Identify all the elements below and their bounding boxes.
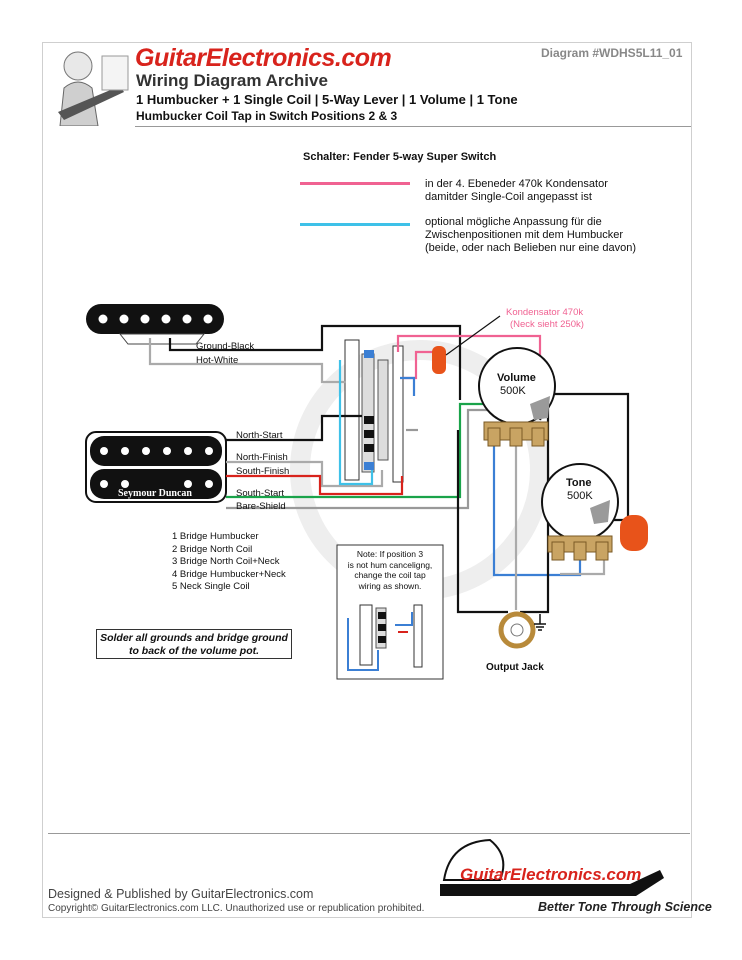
label-south-start: South-Start <box>236 488 285 499</box>
position3-note-line4: wiring as shown. <box>358 580 422 591</box>
position3-note-line1: Note: If position 3 <box>356 549 424 559</box>
label-north-start: North-Start <box>236 430 283 441</box>
subtitle-coil-tap: Humbucker Coil Tap in Switch Positions 2… <box>136 109 398 123</box>
diagram-id: Diagram #WDHS5L11_01 <box>541 46 683 60</box>
blue-line-swatch <box>300 223 410 226</box>
brand-title: GuitarElectronics.com <box>135 44 392 72</box>
blue-note-line2: Zwischenpositionen mit dem Humbucker <box>425 229 624 241</box>
label-ground-black: Ground-Black <box>196 341 255 352</box>
tone-value: 500K <box>567 490 593 502</box>
footer-copyright: Copyright© GuitarElectronics.com LLC. Un… <box>48 903 425 914</box>
single-coil-pickup <box>86 304 224 345</box>
switch-title: Schalter: Fender 5-way Super Switch <box>303 151 497 163</box>
tone-capacitor <box>620 515 648 551</box>
position-4: 4 Bridge Humbucker+Neck <box>172 568 286 580</box>
capacitor-pointer <box>445 315 501 356</box>
humbucker-brand: Seymour Duncan <box>118 488 192 499</box>
position-2: 2 Bridge North Coil <box>172 543 253 555</box>
solder-note-line2: to back of the volume pot. <box>128 645 260 657</box>
volume-label: Volume <box>497 372 536 384</box>
label-south-finish: South-Finish <box>236 466 290 477</box>
position3-inset <box>336 544 444 680</box>
tone-label: Tone <box>566 477 592 489</box>
position-3: 3 Bridge North Coil+Neck <box>172 556 280 567</box>
position3-note-line3: change the coil tap <box>354 570 426 580</box>
subtitle-config: 1 Humbucker + 1 Single Coil | 5-Way Leve… <box>136 92 518 107</box>
positions-list: 1 Bridge Humbucker 2 Bridge North Coil 3… <box>172 531 286 594</box>
blue-note-line3: (beide, oder nach Belieben nur eine davo… <box>425 242 636 254</box>
tone-pot <box>541 463 619 561</box>
logo-portrait <box>50 46 132 126</box>
position3-note-line2: is not hum canceligng, <box>347 559 433 570</box>
capacitor-470k <box>432 346 446 374</box>
position-1: 1 Bridge Humbucker <box>172 531 259 542</box>
volume-pot <box>478 347 556 447</box>
volume-value: 500K <box>500 385 526 397</box>
solder-note-line1: Solder all grounds and bridge ground <box>100 632 288 644</box>
label-hot-white: Hot-White <box>196 355 239 366</box>
position-5: 5 Neck Single Coil <box>172 581 250 592</box>
header-divider <box>135 126 691 127</box>
pink-note-line1: in der 4. Ebeneder 470k Kondensator <box>425 178 608 190</box>
humbucker-pickup <box>85 431 227 503</box>
archive-title: Wiring Diagram Archive <box>136 71 328 90</box>
capacitor-sublabel: (Neck sieht 250k) <box>510 319 584 330</box>
footer-divider <box>48 833 690 834</box>
output-jack <box>498 611 546 649</box>
footer-brand: GuitarElectronics.com <box>460 865 642 884</box>
solder-note: Solder all grounds and bridge ground to … <box>96 629 292 659</box>
label-bare-shield: Bare-Shield <box>236 501 286 512</box>
footer-designed: Designed & Published by GuitarElectronic… <box>48 887 314 901</box>
capacitor-label: Kondensator 470k <box>506 307 584 318</box>
footer-tagline: Better Tone Through Science <box>538 900 712 914</box>
pink-note-line2: damitder Single-Coil angepasst ist <box>425 191 592 203</box>
pink-line-swatch <box>300 182 410 185</box>
label-north-finish: North-Finish <box>236 452 288 463</box>
five-way-switch <box>344 339 404 483</box>
output-jack-label: Output Jack <box>486 662 544 673</box>
blue-note-line1: optional mögliche Anpassung für die <box>425 216 602 228</box>
footer-logo-figure <box>440 838 664 896</box>
page-frame <box>42 42 692 918</box>
position3-note: Note: If position 3 is not hum cancelign… <box>339 549 441 591</box>
